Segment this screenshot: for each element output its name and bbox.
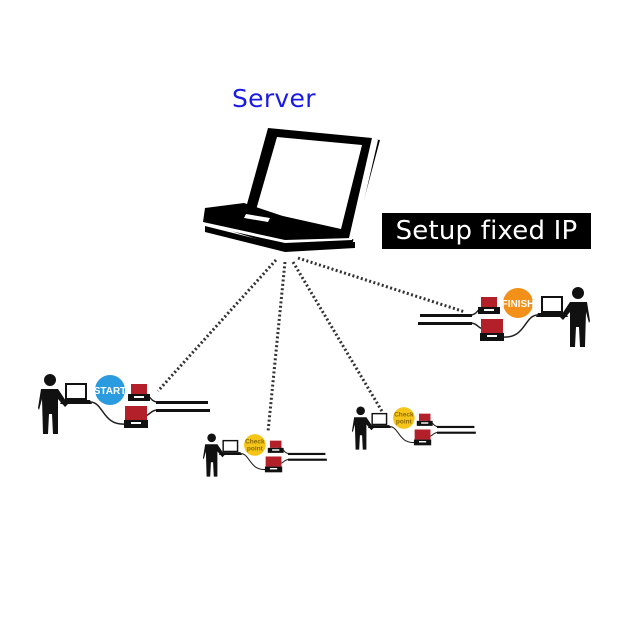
timing-device-icon xyxy=(264,456,283,473)
connection-lines xyxy=(156,256,466,433)
track-wire xyxy=(436,425,475,429)
client-laptop-icon xyxy=(60,383,92,404)
client-laptop-icon xyxy=(367,412,391,429)
cable xyxy=(240,453,267,470)
connection-checkpoint-1 xyxy=(266,261,287,433)
timing-device-icon xyxy=(124,406,148,428)
connection-finish xyxy=(297,256,466,314)
cable xyxy=(501,314,539,338)
person-icon xyxy=(203,433,225,477)
connection-checkpoint-2 xyxy=(291,261,385,414)
timing-device-icon xyxy=(480,319,504,341)
badge-label: START xyxy=(94,386,127,397)
timing-device-icon xyxy=(128,384,150,401)
finish-badge: FINISH xyxy=(502,288,535,318)
server-laptop-icon xyxy=(203,128,380,252)
person-icon xyxy=(560,287,590,347)
person-icon xyxy=(38,374,68,434)
client-laptop-icon xyxy=(218,439,242,456)
station-finish: FINISH xyxy=(418,287,590,347)
start-badge: START xyxy=(94,375,127,405)
track-wire xyxy=(418,322,472,325)
track-wire xyxy=(156,409,210,412)
track-wire xyxy=(436,431,476,434)
timing-device-icon xyxy=(267,440,284,453)
timing-device-icon xyxy=(478,297,500,314)
client-laptop-icon xyxy=(536,296,568,317)
station-start: START xyxy=(38,374,210,434)
connection-start xyxy=(156,258,278,393)
badge-label: FINISH xyxy=(502,299,535,310)
person-icon xyxy=(352,406,374,450)
badge-label: point xyxy=(247,446,264,453)
badge-label: Check xyxy=(245,439,265,446)
timing-device-icon xyxy=(413,429,432,446)
track-wire xyxy=(420,314,472,317)
server-label: Server xyxy=(232,84,316,113)
setup-fixed-ip-label: Setup fixed IP xyxy=(382,213,591,249)
cable xyxy=(89,401,127,425)
timing-device-icon xyxy=(416,413,433,426)
track-wire xyxy=(156,401,208,404)
track-wire xyxy=(287,458,327,461)
badge-label: Check xyxy=(394,412,414,419)
cable xyxy=(389,426,416,443)
badge-label: point xyxy=(396,419,413,426)
track-wire xyxy=(287,452,326,456)
